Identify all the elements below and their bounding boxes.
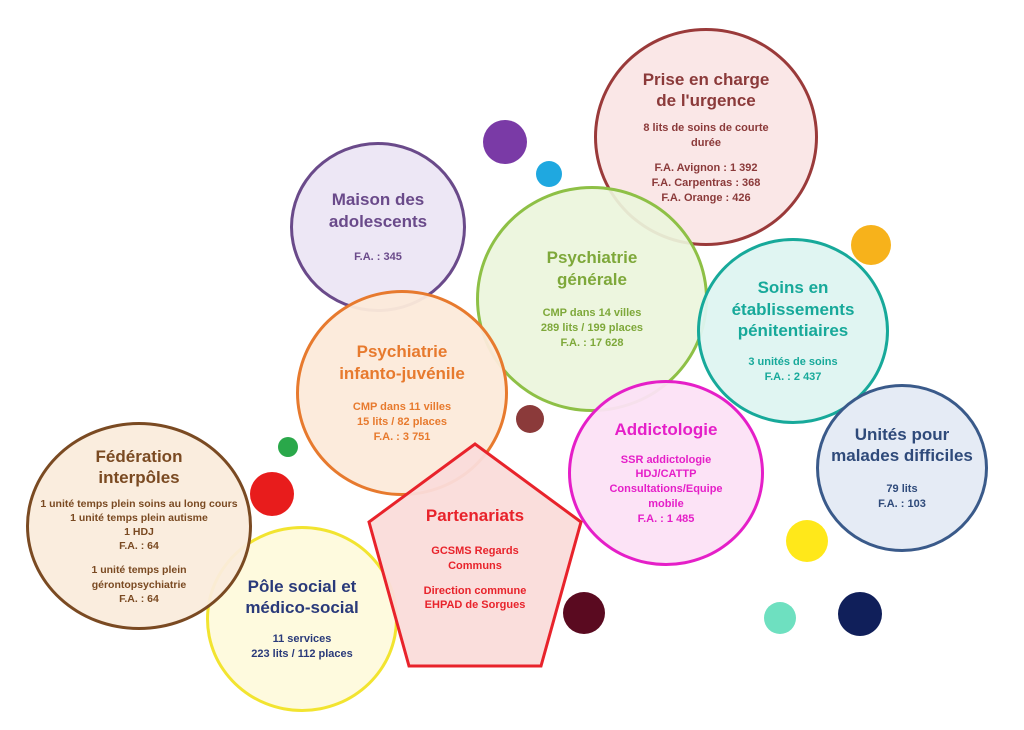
bubble-adolescents-details: F.A. : 345 [354,250,402,263]
decorative-dot-blue [536,161,562,187]
decorative-dot-navy [838,592,882,636]
bubble-addictologie-title: Addictologie [614,420,718,440]
decorative-dot-maroon [563,592,605,634]
decorative-dot-mint [764,602,796,634]
decorative-dot-red [250,472,294,516]
decorative-dot-green [278,437,298,457]
decorative-dot-orange [851,225,891,265]
decorative-dot-brown [516,405,544,433]
pentagon-partenariats-title: Partenariats [425,505,525,525]
decorative-dot-purple [483,120,527,164]
pentagon-shape [367,442,583,668]
decorative-dot-yellow [786,520,828,562]
